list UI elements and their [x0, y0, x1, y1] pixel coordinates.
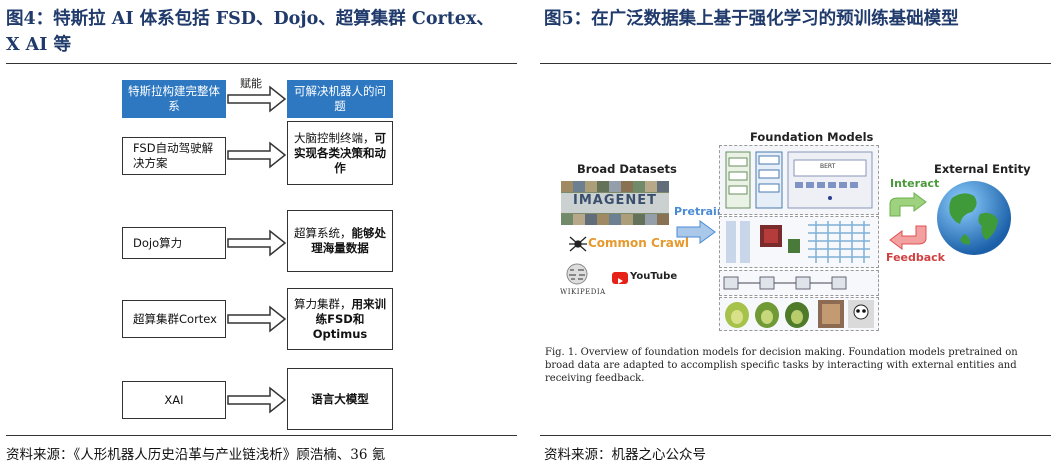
flow-box-tesla-system: 特斯拉构建完整体系: [122, 80, 226, 118]
youtube-icon: [612, 272, 628, 284]
image-examples-panel: [719, 297, 879, 331]
right-title-line: 图5：在广泛数据集上基于强化学习的预训练基础模型: [544, 9, 959, 29]
fsd-desc-bold: 可实现各类决策和动作: [294, 130, 386, 175]
right-figure-title: 图5：在广泛数据集上基于强化学习的预训练基础模型: [544, 6, 1054, 32]
interact-label: Interact: [890, 177, 940, 190]
attention-panel: [719, 216, 879, 268]
enable-label: 赋能: [240, 77, 262, 90]
flow-box-fsd-desc: 大脑控制终端，可实现各类决策和动作: [287, 121, 393, 185]
arrow-enable: [227, 85, 287, 113]
flow-box-robot-problems: 可解决机器人的问题: [287, 80, 393, 118]
flow-box-xai: XAI: [122, 381, 226, 419]
figure-caption: Fig. 1. Overview of foundation models fo…: [545, 347, 1018, 384]
spider-icon: [568, 234, 588, 254]
model-architecture-panel: BERT: [719, 145, 879, 215]
right-source: 资料来源：机器之心公众号: [544, 447, 706, 463]
interact-arrow: [889, 192, 927, 217]
left-title-rule: [6, 63, 517, 64]
wikipedia-globe-icon: [566, 263, 588, 285]
arrow-dojo: [227, 229, 287, 257]
right-bottom-rule: [540, 435, 1051, 436]
feedback-arrow: [889, 225, 927, 250]
flow-box-cortex-desc: 算力集群，用来训练FSD和Optimus: [287, 288, 393, 350]
external-entity-label: External Entity: [934, 162, 1031, 176]
flow-box-cortex: 超算集群Cortex: [122, 300, 226, 338]
flow-box-robot-problems-label: 可解决机器人的问题: [294, 84, 386, 113]
left-source: 资料来源：《人形机器人历史沿革与产业链浅析》顾浩楠、36 氪: [6, 447, 386, 463]
cortex-desc-normal: 算力集群，: [294, 296, 352, 311]
trajectory-panel: [719, 270, 879, 296]
broad-datasets-label: Broad Datasets: [577, 162, 677, 176]
right-title-rule: [540, 63, 1051, 64]
left-title-line-2: X AI 等: [6, 35, 72, 55]
youtube-text: YouTube: [630, 271, 678, 282]
flow-box-dojo-label: Dojo算力: [133, 235, 183, 250]
left-title-line-1: 图4：特斯拉 AI 体系包括 FSD、Dojo、超算集群 Cortex、: [6, 9, 494, 29]
flow-box-cortex-label: 超算集群Cortex: [133, 311, 217, 326]
arrow-xai: [227, 386, 287, 414]
dojo-desc-bold: 能够处理海量数据: [311, 226, 386, 255]
left-bottom-rule: [6, 435, 517, 436]
common-crawl-text: Common Crawl: [588, 236, 690, 250]
earth-globe-icon: [937, 181, 1011, 255]
feedback-label: Feedback: [886, 251, 945, 264]
flow-box-xai-desc: 语言大模型: [287, 368, 393, 430]
pretrain-label: Pretrain: [674, 205, 725, 218]
bert-text: BERT: [820, 163, 836, 170]
fsd-desc-normal: 大脑控制终端，: [294, 130, 375, 145]
flow-box-tesla-system-label: 特斯拉构建完整体系: [128, 84, 220, 113]
flow-box-fsd: FSD自动驾驶解决方案: [122, 137, 226, 175]
arrow-fsd: [227, 141, 287, 169]
flow-box-fsd-label: FSD自动驾驶解决方案: [133, 141, 214, 170]
xai-desc-bold: 语言大模型: [311, 391, 369, 406]
cortex-desc-bold: 用来训练FSD和Optimus: [312, 296, 386, 341]
pretrain-arrow: [676, 220, 716, 244]
wikipedia-text: WIKIPEDIA: [560, 288, 606, 296]
dojo-desc-normal: 超算系统，: [294, 226, 352, 240]
foundation-models-label: Foundation Models: [750, 130, 874, 144]
left-figure-title: 图4：特斯拉 AI 体系包括 FSD、Dojo、超算集群 Cortex、 X A…: [6, 6, 526, 58]
flow-box-dojo: Dojo算力: [122, 227, 226, 259]
imagenet-text: IMAGENET: [572, 193, 657, 208]
flow-box-dojo-desc: 超算系统，能够处理海量数据: [287, 210, 393, 272]
arrow-cortex: [227, 305, 287, 333]
imagenet-mosaic: IMAGENET: [561, 181, 669, 225]
flow-box-xai-label: XAI: [164, 392, 184, 407]
flow-arrows: [227, 85, 287, 414]
